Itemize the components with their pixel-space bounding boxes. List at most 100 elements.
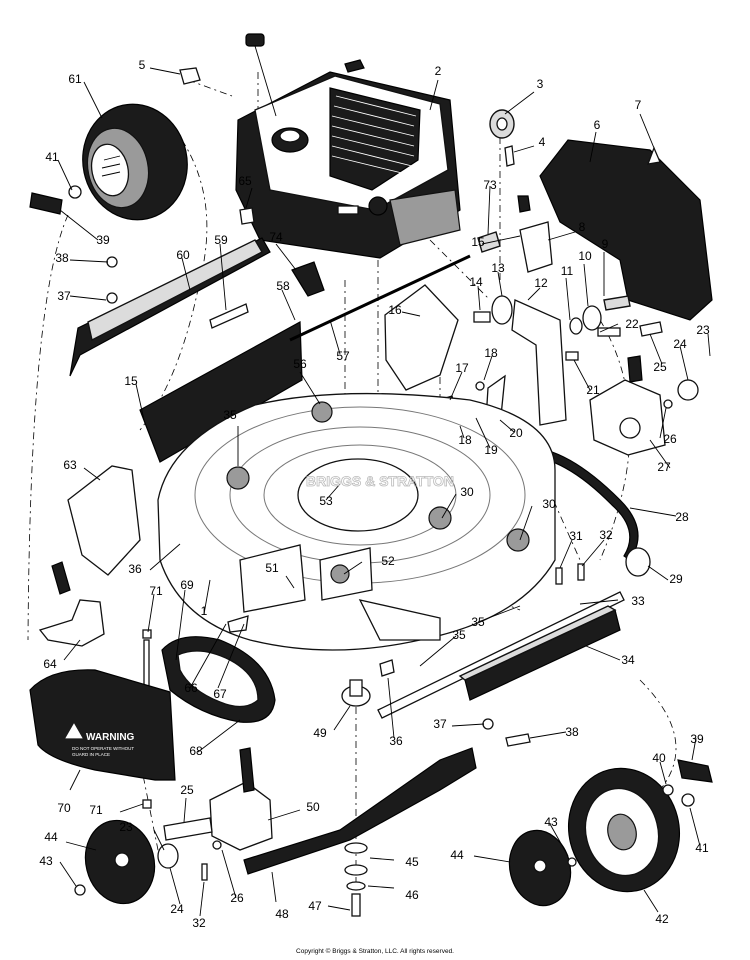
label-64: 64 (43, 657, 57, 671)
chute-68-opening (177, 650, 259, 708)
label-43-right: 43 (544, 815, 558, 829)
label-35-mid: 35 (471, 615, 485, 629)
label-43-left: 43 (39, 854, 53, 868)
label-38-top: 38 (55, 251, 69, 265)
washer-45-lower (344, 864, 368, 876)
label-41-right: 41 (695, 841, 709, 855)
pulley-29 (625, 547, 651, 577)
nut-41-right (681, 793, 695, 807)
bolt-9 (603, 295, 631, 311)
bolt-25-bottom (163, 817, 213, 841)
label-6: 6 (594, 118, 601, 132)
wheel-cover-44-right-hub (533, 859, 547, 873)
bracket-16 (384, 284, 459, 391)
label-65: 65 (238, 174, 252, 188)
spring-59 (209, 303, 249, 329)
cover-34 (464, 609, 621, 701)
label-30-right: 30 (542, 497, 556, 511)
key-4 (504, 145, 515, 167)
gear-24-top (677, 379, 699, 401)
label-39-right: 39 (690, 732, 704, 746)
lever-50 (239, 747, 255, 793)
label-33: 33 (631, 594, 645, 608)
washer-37-bottom (482, 718, 494, 730)
label-46: 46 (405, 888, 419, 902)
label-9: 9 (602, 237, 609, 251)
label-26-right: 26 (663, 432, 677, 446)
label-68: 68 (189, 744, 203, 758)
label-63: 63 (63, 458, 77, 472)
label-23-right: 23 (696, 323, 710, 337)
warning-line-1: DO NOT OPERATE WITHOUT (72, 746, 134, 751)
label-42: 42 (655, 912, 669, 926)
adapter-49-hub (349, 679, 363, 697)
label-25-right: 25 (653, 360, 667, 374)
washer-40 (662, 784, 674, 796)
label-35-left: 35 (223, 408, 237, 422)
hubcap-39-right (677, 759, 713, 783)
label-18-top: 18 (484, 346, 498, 360)
pulley-13 (491, 295, 513, 325)
warning-line-2: GUARD IN PLACE (72, 752, 110, 757)
bracket-63 (67, 465, 141, 576)
label-12: 12 (534, 276, 548, 290)
label-71-top: 71 (149, 584, 163, 598)
label-18-bottom: 18 (458, 433, 472, 447)
label-73: 73 (483, 178, 497, 192)
label-37-top: 37 (57, 289, 71, 303)
label-1: 1 (201, 604, 208, 618)
label-32-top: 32 (599, 528, 613, 542)
rear-shield-70: WARNING DO NOT OPERATE WITHOUT GUARD IN … (29, 669, 176, 781)
label-11: 11 (561, 264, 574, 278)
bolt-73 (477, 231, 501, 253)
rear-guard-60-face (87, 239, 263, 342)
label-28: 28 (675, 510, 689, 524)
washer-43-left (74, 884, 86, 896)
label-24-right: 24 (673, 337, 687, 351)
label-5: 5 (139, 58, 146, 72)
label-74: 74 (269, 230, 283, 244)
label-40: 40 (652, 751, 666, 765)
label-22: 22 (625, 317, 639, 331)
label-13: 13 (491, 261, 505, 275)
label-17: 17 (455, 361, 469, 375)
label-71-bottom: 71 (89, 803, 103, 817)
bolt-25-top (639, 321, 663, 337)
label-27: 27 (657, 460, 671, 474)
washer-26-top (663, 399, 673, 409)
label-30-center: 30 (460, 485, 474, 499)
label-37-bottom: 37 (433, 717, 447, 731)
label-52: 52 (381, 554, 395, 568)
label-29: 29 (669, 572, 683, 586)
cover-34-top (458, 605, 617, 681)
label-57: 57 (336, 349, 350, 363)
label-67: 67 (213, 687, 227, 701)
wing-nut-67 (227, 615, 249, 633)
rear-wheel-61 (82, 103, 188, 221)
bracket-12 (511, 299, 567, 426)
label-7: 7 (635, 98, 642, 112)
bolt-22 (597, 327, 621, 337)
wheel-42-hub (607, 813, 637, 851)
washer-18 (475, 381, 485, 391)
label-48: 48 (275, 907, 289, 921)
label-66: 66 (184, 681, 198, 695)
label-3: 3 (537, 77, 544, 91)
belt-cover-6 (539, 139, 713, 321)
label-15-left: 15 (124, 374, 138, 388)
label-14: 14 (469, 275, 483, 289)
bracket-8 (519, 221, 553, 273)
lever-27 (627, 355, 643, 383)
height-adjuster-50 (209, 781, 273, 851)
part-number-labels: 1 2 3 4 5 6 7 8 9 10 11 12 13 14 15 15 1… (39, 58, 710, 930)
pin-32-bottom (201, 863, 208, 881)
warning-title: WARNING (86, 732, 135, 743)
label-53: 53 (319, 494, 333, 508)
label-36-left: 36 (128, 562, 142, 576)
label-61: 61 (68, 72, 82, 86)
label-56: 56 (293, 357, 307, 371)
washer-45 (344, 842, 368, 854)
bolt-47 (351, 893, 361, 917)
height-adjuster-64 (38, 599, 105, 647)
